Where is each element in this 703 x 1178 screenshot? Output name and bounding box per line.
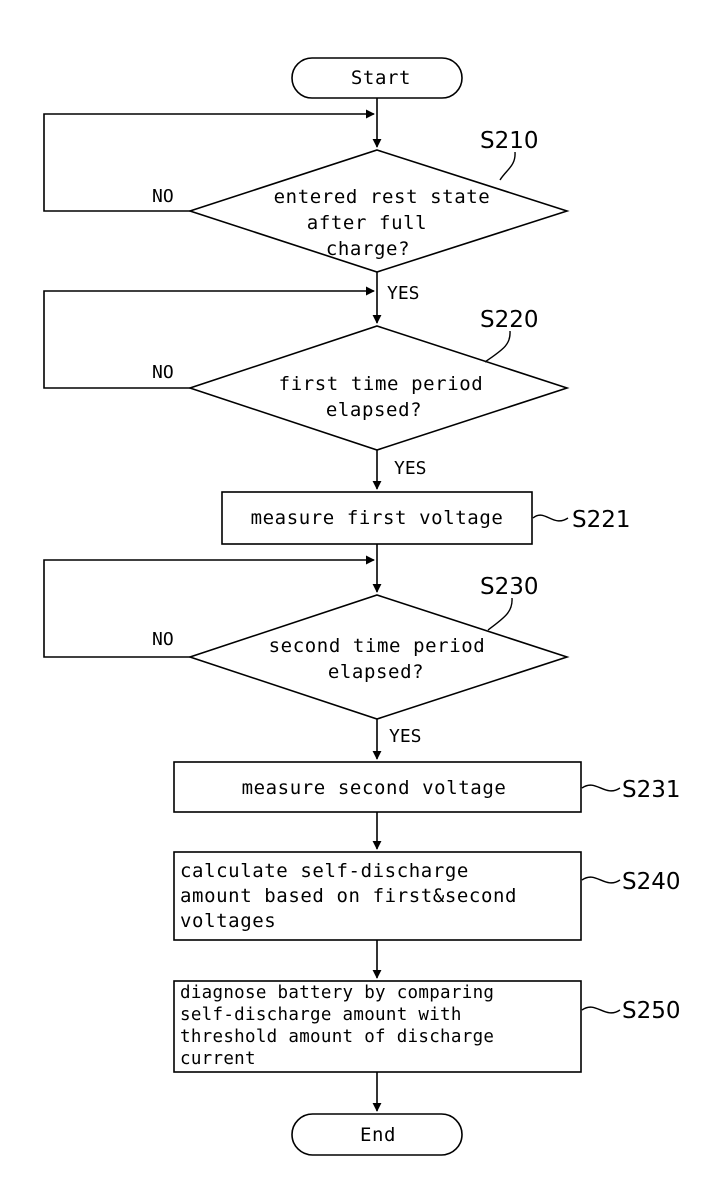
s210-line-3: charge? — [326, 238, 410, 260]
s230-line-2: elapsed? — [328, 661, 424, 683]
s250-line-2: self-discharge amount with — [180, 1005, 462, 1025]
s210-yes-label: YES — [387, 283, 420, 304]
s220-leader-line — [485, 331, 510, 362]
s240-ref-label: S240 — [622, 869, 681, 895]
s221-ref-label: S221 — [572, 507, 631, 533]
s210-ref-label: S210 — [480, 128, 539, 154]
s230-leader-line — [488, 598, 512, 630]
start-label: Start — [351, 67, 411, 89]
s250-line-4: current — [180, 1049, 256, 1069]
s221-line-1: measure first voltage — [251, 507, 504, 529]
s220-line-1: first time period — [279, 373, 484, 395]
s240-leader-line — [582, 877, 620, 883]
s220-no-label: NO — [152, 362, 174, 383]
s220-ref-label: S220 — [480, 307, 539, 333]
s250-leader-line — [582, 1007, 620, 1013]
s231-line-1: measure second voltage — [242, 777, 507, 799]
s221-leader-line — [533, 515, 568, 521]
s210-line-1: entered rest state — [274, 186, 491, 208]
s250-ref-label: S250 — [622, 998, 681, 1024]
s230-ref-label: S230 — [480, 574, 539, 600]
s231-ref-label: S231 — [622, 777, 681, 803]
process-s250: diagnose battery by comparing self-disch… — [174, 981, 581, 1072]
decision-s210: entered rest state after full charge? — [190, 150, 567, 272]
s210-line-2: after full — [307, 212, 427, 234]
decision-s230-shape — [190, 595, 567, 719]
process-s240: calculate self-discharge amount based on… — [174, 852, 581, 940]
s210-leader-line — [500, 152, 515, 180]
process-s221: measure first voltage — [222, 492, 532, 544]
decision-s220: first time period elapsed? — [190, 326, 567, 450]
start-terminator: Start — [292, 58, 462, 98]
s230-yes-label: YES — [389, 726, 422, 747]
s210-no-label: NO — [152, 186, 174, 207]
end-terminator: End — [292, 1114, 462, 1155]
s220-line-2: elapsed? — [326, 399, 422, 421]
s240-line-2: amount based on first&second — [180, 885, 517, 907]
s220-yes-label: YES — [394, 458, 427, 479]
s230-no-label: NO — [152, 629, 174, 650]
s230-line-1: second time period — [269, 635, 486, 657]
s250-line-1: diagnose battery by comparing — [180, 983, 494, 1003]
decision-s230: second time period elapsed? — [190, 595, 567, 719]
s240-line-3: voltages — [180, 910, 276, 932]
end-label: End — [360, 1124, 396, 1146]
s250-line-3: threshold amount of discharge — [180, 1027, 494, 1047]
s231-leader-line — [582, 785, 620, 791]
s240-line-1: calculate self-discharge — [180, 860, 469, 882]
process-s231: measure second voltage — [174, 762, 581, 812]
